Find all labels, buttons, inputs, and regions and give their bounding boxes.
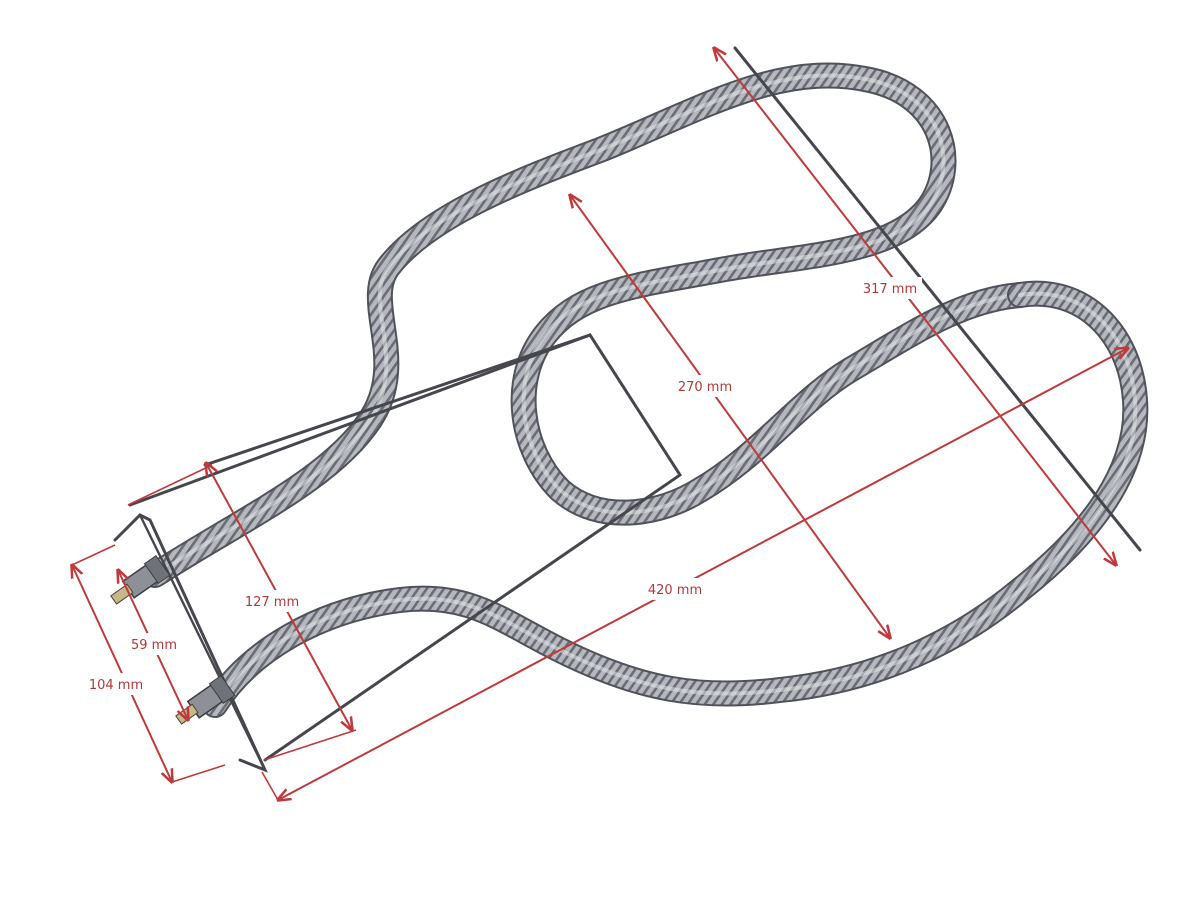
label-127: 127 mm — [245, 595, 299, 610]
label-420: 420 mm — [648, 583, 702, 598]
label-59: 59 mm — [131, 638, 177, 653]
dim-line-270 — [570, 195, 890, 638]
dimension-labels: 420 mm 317 mm 270 mm 127 mm 59 mm 104 mm — [86, 277, 922, 695]
label-104: 104 mm — [89, 678, 143, 693]
dimension-lines — [72, 48, 1128, 800]
dim-line-317 — [714, 48, 1116, 565]
label-317: 317 mm — [863, 282, 917, 297]
mounting-bar — [113, 513, 268, 773]
label-270: 270 mm — [678, 380, 732, 395]
